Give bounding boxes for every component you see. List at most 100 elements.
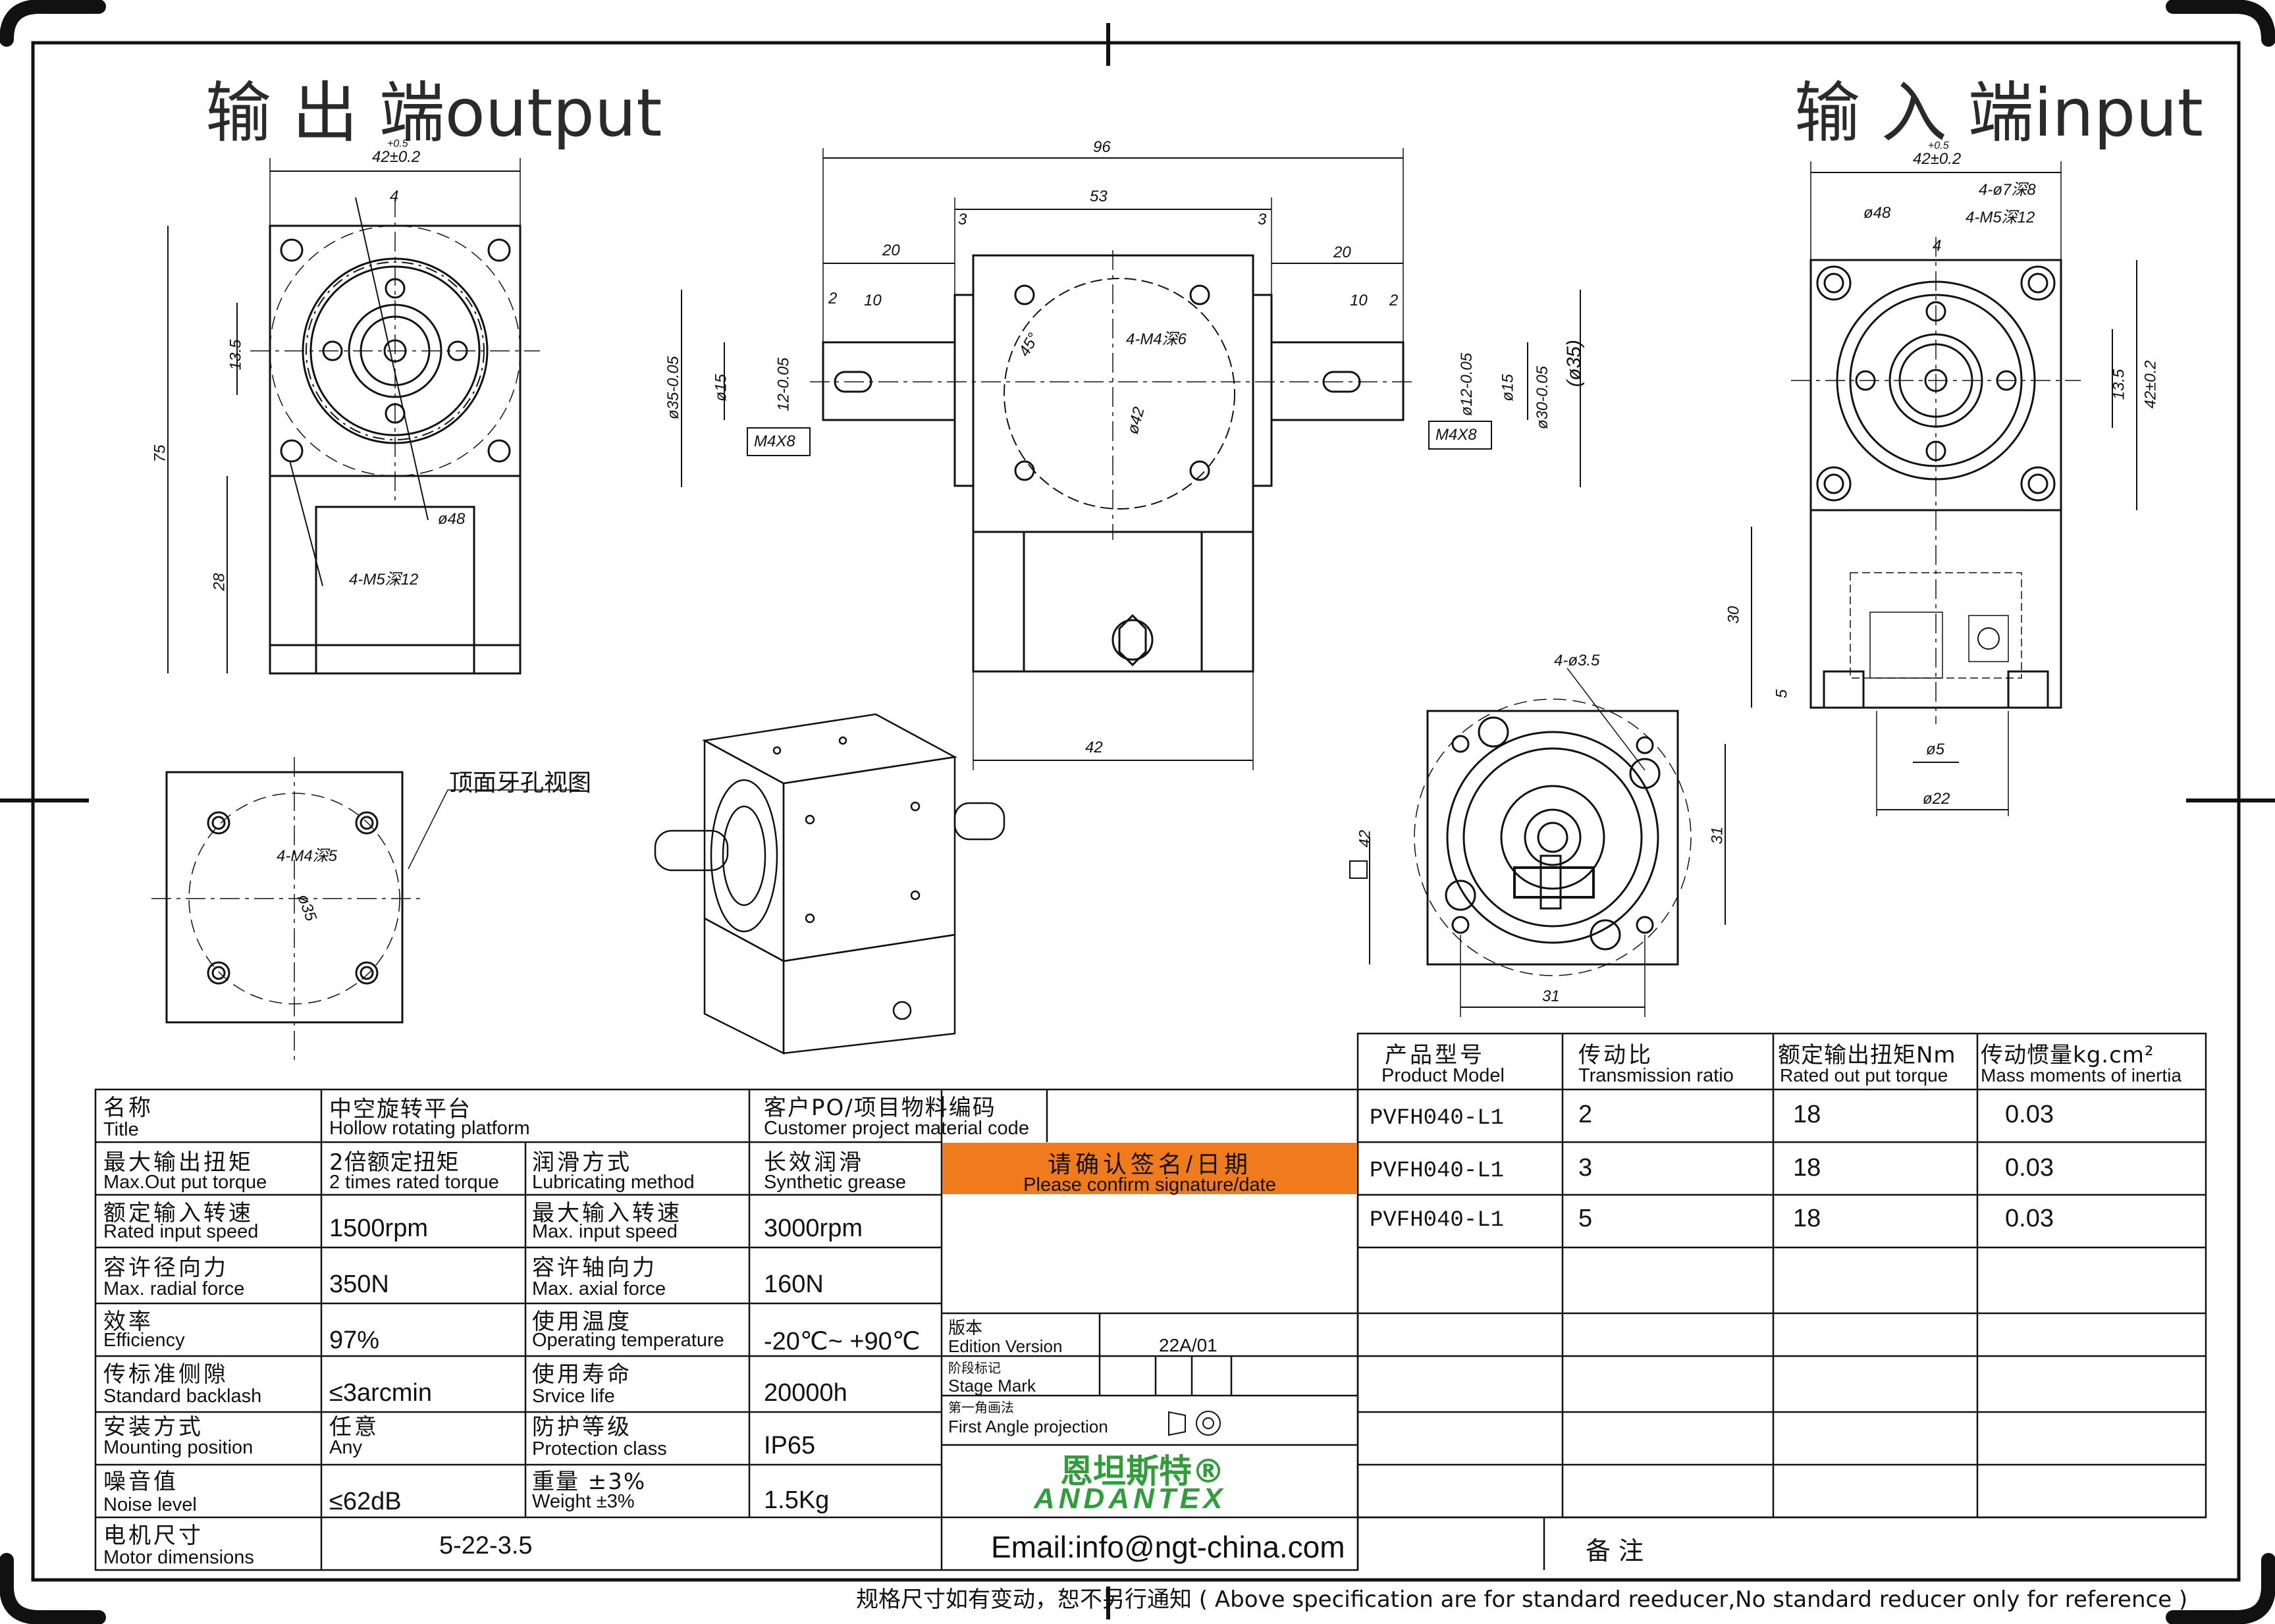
spec-0-label-cn: 最大输出扭矩 bbox=[103, 1149, 254, 1176]
dim-side-2a: 2 bbox=[828, 290, 838, 307]
output-heading: 输 出 端output bbox=[205, 74, 662, 151]
dim-side-53: 53 bbox=[1090, 188, 1108, 205]
dim-side-42: 42 bbox=[1085, 739, 1103, 756]
input-end-view bbox=[1751, 161, 2137, 816]
spec-2-value: 350N bbox=[329, 1270, 389, 1298]
dim-in-phi22: ø22 bbox=[1923, 790, 1950, 808]
dim-top-m4: 4-M4深5 bbox=[277, 847, 338, 865]
input-heading: 输 入 端input bbox=[1794, 74, 2203, 151]
spec-0-value-cn: 2倍额定扭矩 bbox=[329, 1149, 460, 1176]
spec-1-label-en: Rated input speed bbox=[103, 1221, 259, 1242]
spec-0-label-en: Max.Out put torque bbox=[103, 1172, 267, 1193]
company-logo-en: ANDANTEX bbox=[1034, 1482, 1227, 1515]
dim-side-3a: 3 bbox=[958, 211, 967, 228]
spec-0-value-en: 2 times rated torque bbox=[329, 1172, 499, 1193]
model-row-2-inertia: 0.03 bbox=[2005, 1205, 2054, 1232]
dim-side-96: 96 bbox=[1093, 138, 1111, 156]
model-row-1-torque: 18 bbox=[1793, 1154, 1821, 1182]
dim-side-12b: ø12-0.05 bbox=[1458, 352, 1476, 417]
customer-code-cn: 客户PO/项目物料编码 bbox=[764, 1095, 996, 1121]
stage-label-cn: 阶段标记 bbox=[948, 1360, 1001, 1376]
spec-7-label-en: Motor dimensions bbox=[103, 1547, 254, 1568]
spec-6-label2-cn: 重量 ±3% bbox=[532, 1469, 647, 1495]
drawing-frame bbox=[31, 41, 2241, 1582]
confirm-signature-box: 请确认签名/日期 Please confirm signature/date bbox=[942, 1143, 1357, 1195]
dim-side-35a: ø35-0.05 bbox=[664, 355, 683, 420]
model-row-0-inertia: 0.03 bbox=[2005, 1101, 2054, 1128]
spec-6-value2: 1.5Kg bbox=[764, 1486, 830, 1514]
dim-out-phi48: ø48 bbox=[438, 510, 466, 528]
dim-out-4: 4 bbox=[390, 188, 399, 205]
confirm-label-en: Please confirm signature/date bbox=[1023, 1174, 1276, 1195]
spec-4-label-cn: 传标准侧隙 bbox=[103, 1361, 228, 1388]
dim-in-30: 30 bbox=[1725, 606, 1743, 624]
spec-7-value: 5-22-3.5 bbox=[439, 1532, 533, 1559]
model-header-cn-3: 传动惯量kg.cm² bbox=[1981, 1042, 2155, 1068]
spec-2-label2-en: Max. axial force bbox=[532, 1278, 666, 1299]
model-row-0-model: PVFH040-L1 bbox=[1370, 1106, 1505, 1131]
dim-side-m4: 4-M4深6 bbox=[1126, 330, 1187, 348]
spec-table-lines bbox=[94, 1032, 2207, 1571]
dim-side-2b: 2 bbox=[1389, 292, 1399, 309]
confirm-label-cn: 请确认签名/日期 bbox=[1047, 1151, 1252, 1178]
customer-code-en: Customer project material code bbox=[764, 1118, 1029, 1139]
spec-3-label-cn: 效率 bbox=[103, 1309, 153, 1335]
spec-0-value2-en: Synthetic grease bbox=[764, 1172, 907, 1193]
dim-side-m4x8a: M4X8 bbox=[754, 432, 795, 450]
spec-0-label2-en: Lubricating method bbox=[532, 1172, 695, 1193]
spec-4-label-en: Standard backlash bbox=[103, 1386, 262, 1407]
projection-label-cn: 第一角画法 bbox=[948, 1400, 1014, 1415]
dim-out-75: 75 bbox=[151, 444, 169, 463]
model-row-2-ratio: 5 bbox=[1578, 1205, 1593, 1232]
spec-2-label-en: Max. radial force bbox=[103, 1278, 245, 1299]
spec-6-value: ≤62dB bbox=[329, 1488, 402, 1515]
projection-label-en: First Angle projection bbox=[948, 1417, 1108, 1436]
spec-4-value: ≤3arcmin bbox=[329, 1379, 433, 1407]
spec-4-label2-cn: 使用寿命 bbox=[532, 1361, 632, 1388]
spec-4-value2: 20000h bbox=[764, 1379, 847, 1407]
title-label-en: Title bbox=[103, 1119, 139, 1140]
model-row-2-model: PVFH040-L1 bbox=[1370, 1208, 1505, 1233]
spec-3-label-en: Efficiency bbox=[103, 1330, 185, 1351]
dim-br-42: 42 bbox=[1356, 829, 1374, 848]
dim-side-12a: 12-0.05 bbox=[774, 357, 793, 411]
dim-out-m5: 4-M5深12 bbox=[349, 571, 419, 589]
dim-in-5: 5 bbox=[1773, 689, 1791, 698]
dim-in-phi48: ø48 bbox=[1863, 204, 1891, 222]
dim-side-20b: 20 bbox=[1333, 244, 1351, 261]
dim-in-4phi7: 4-ø7深8 bbox=[1979, 181, 2036, 199]
spec-2-label2-cn: 容许轴向力 bbox=[532, 1255, 657, 1281]
spec-2-label-cn: 容许径向力 bbox=[103, 1255, 228, 1281]
company-logo-cn: 恩坦斯特® bbox=[1060, 1452, 1225, 1490]
model-header-cn-0: 产品型号 bbox=[1385, 1042, 1485, 1068]
dim-br-31a: 31 bbox=[1708, 826, 1726, 845]
edition-label-cn: 版本 bbox=[948, 1319, 983, 1338]
dim-side-20a: 20 bbox=[882, 242, 900, 259]
flange-view bbox=[1349, 668, 1726, 1017]
spec-6-label-en: Noise level bbox=[103, 1494, 197, 1515]
spec-6-label2-en: Weight ±3% bbox=[532, 1491, 635, 1512]
spec-1-label-cn: 额定输入转速 bbox=[103, 1200, 254, 1226]
spec-0-value2-cn: 长效润滑 bbox=[764, 1149, 864, 1176]
spec-0-label2-cn: 润滑方式 bbox=[532, 1149, 632, 1176]
footer-note: 规格尺寸如有变动，恕不另行通知 ( Above specification ar… bbox=[856, 1586, 2188, 1613]
output-end-view bbox=[167, 158, 540, 675]
spec-5-label-cn: 安装方式 bbox=[103, 1414, 203, 1440]
dim-side-3b: 3 bbox=[1258, 211, 1267, 228]
dim-out-28: 28 bbox=[210, 573, 228, 591]
spec-5-value2: IP65 bbox=[764, 1432, 816, 1459]
dim-side-35b: (ø35) bbox=[1563, 340, 1585, 387]
model-header-en-2: Rated out put torque bbox=[1780, 1065, 1948, 1086]
spec-4-label2-en: Srvice life bbox=[532, 1386, 615, 1407]
edition-label-en: Edition Version bbox=[948, 1336, 1063, 1356]
model-header-en-1: Transmission ratio bbox=[1578, 1065, 1734, 1086]
dim-side-10a: 10 bbox=[864, 292, 882, 309]
spec-6-label-cn: 噪音值 bbox=[103, 1469, 178, 1495]
model-header-en-3: Mass moments of inertia bbox=[1981, 1065, 2181, 1086]
title-label-cn: 名称 bbox=[103, 1095, 153, 1121]
dim-out-width: 42±0.2 bbox=[372, 148, 421, 166]
edition-value: 22A/01 bbox=[1159, 1335, 1218, 1355]
spec-5-value-cn: 任意 bbox=[329, 1414, 379, 1440]
model-row-1-model: PVFH040-L1 bbox=[1370, 1159, 1505, 1184]
